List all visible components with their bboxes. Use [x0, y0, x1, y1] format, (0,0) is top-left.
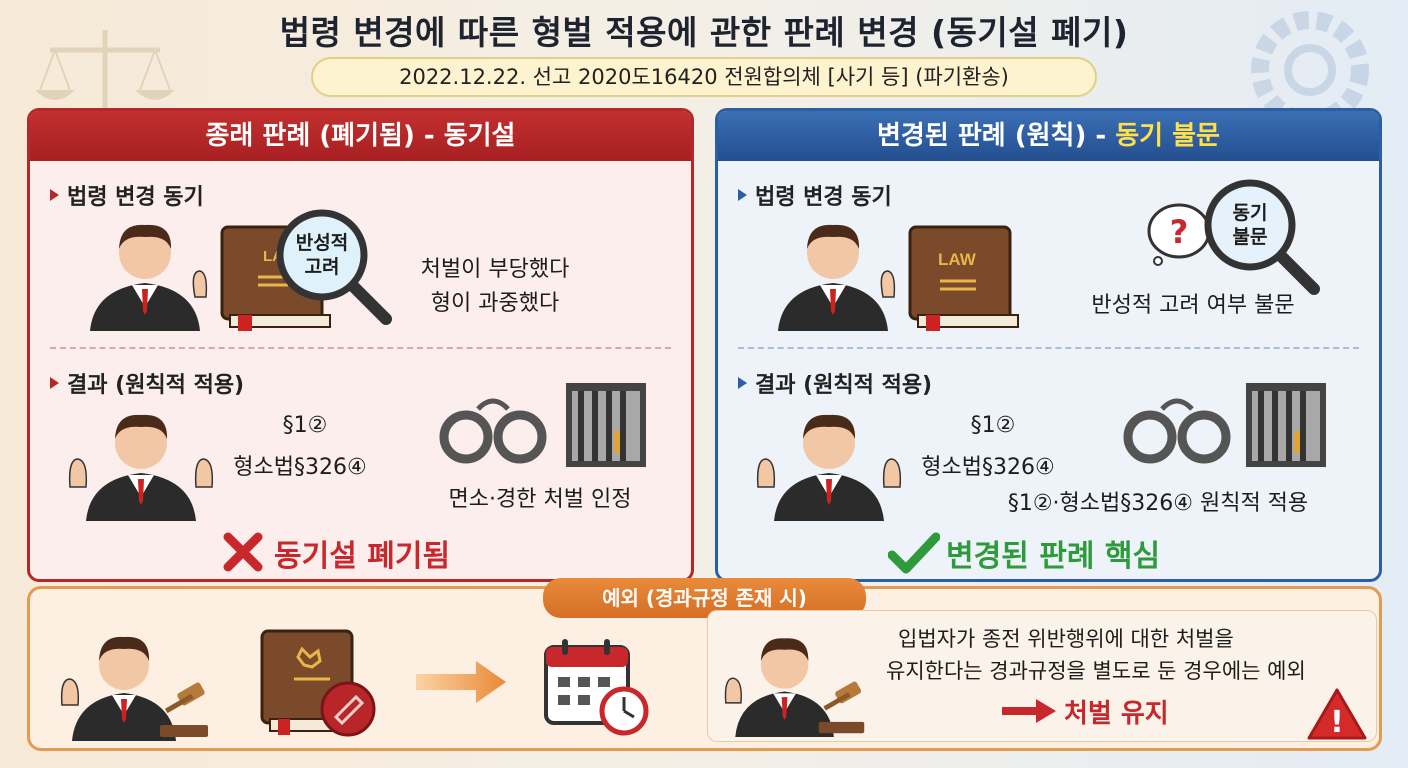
result-label: 결과 (원칙적 적용)	[738, 367, 932, 399]
law-ref-line-1: §1②	[970, 413, 1016, 438]
judge-gavel-icon	[724, 638, 865, 737]
reason-line-1: 처벌이 부당했다	[420, 257, 570, 282]
arrow-icon	[1002, 699, 1056, 723]
key-verdict: 변경된 판례 핵심	[946, 539, 1161, 574]
punishment-maintained: 처벌 유지	[1064, 699, 1169, 729]
exception-explanation-box: 입법자가 종전 위반행위에 대한 처벌을 유지한다는 경과규정을 별도로 둔 경…	[707, 610, 1377, 742]
exception-text-line-1: 입법자가 종전 위반행위에 대한 처벌을	[898, 627, 1234, 651]
handcuffs-icon	[439, 398, 547, 464]
judge-icon	[68, 414, 214, 521]
magnifier-text-top: 반성적	[296, 232, 348, 254]
judge-gavel-icon	[60, 636, 208, 741]
handcuffs-icon	[1123, 398, 1231, 464]
check-icon	[888, 532, 940, 574]
reason-line-2: 형이 과중했다	[430, 291, 560, 316]
changed-header-accent: 동기 불문	[1115, 121, 1220, 151]
law-ref-line-2: 형소법§326④	[233, 455, 367, 480]
warning-icon: !	[1307, 688, 1367, 740]
page-title: 법령 변경에 따른 형벌 적용에 관한 판례 변경 (동기설 폐기)	[279, 13, 1129, 52]
section-divider	[738, 347, 1359, 349]
calendar-clock-icon	[544, 639, 649, 736]
judge-icon	[778, 224, 896, 331]
judge-icon	[90, 224, 208, 331]
book-law-text: LAW	[938, 250, 977, 269]
arrow-icon	[416, 661, 506, 703]
law-ref-line-2: 형소법§326④	[921, 455, 1055, 480]
cross-icon	[223, 532, 263, 572]
magnifier-text-bottom: 고려	[305, 256, 340, 278]
case-subtitle: 2022.12.22. 선고 2020도16420 전원합의체 [사기 등] (…	[311, 57, 1097, 97]
changed-precedent-header: 변경된 판례 (원칙) - 동기 불문	[718, 111, 1379, 161]
triangle-bullet-icon	[50, 189, 59, 201]
magnifier-text-bottom: 불문	[1233, 226, 1268, 248]
law-book-seal-icon	[260, 629, 376, 737]
triangle-bullet-icon	[738, 377, 747, 389]
former-precedent-panel: 종래 판례 (폐기됨) - 동기설 법령 변경 동기 LAW 반성적 고려 처벌…	[27, 108, 694, 582]
judge-icon	[756, 414, 902, 521]
law-change-motive-label: 법령 변경 동기	[738, 179, 892, 211]
magnifier-text-top: 동기	[1233, 202, 1268, 224]
result-text: §1②·형소법§326④ 원칙적 적용	[1007, 491, 1309, 516]
changed-header-main: 변경된 판례 (원칙) -	[877, 121, 1116, 151]
result-label-text: 결과 (원칙적 적용)	[755, 373, 933, 398]
triangle-bullet-icon	[738, 189, 747, 201]
result-label: 결과 (원칙적 적용)	[50, 367, 244, 399]
jail-icon	[1246, 383, 1326, 467]
question-mark: ?	[1170, 213, 1189, 251]
magnifier-icon: 동기 불문	[1204, 179, 1320, 295]
jail-icon	[566, 383, 646, 467]
triangle-bullet-icon	[50, 377, 59, 389]
warning-mark: !	[1330, 705, 1344, 740]
changed-precedent-panel: 변경된 판례 (원칙) - 동기 불문 법령 변경 동기 LAW ? 동기 불문…	[715, 108, 1382, 582]
result-text: 면소·경한 처벌 인정	[448, 487, 632, 512]
magnifier-icon: 반성적 고려	[276, 209, 392, 325]
law-ref-line-1: §1②	[282, 413, 328, 438]
result-label-text: 결과 (원칙적 적용)	[67, 373, 245, 398]
reason-line-1: 반성적 고려 여부 불문	[1091, 293, 1295, 318]
law-change-motive-text: 법령 변경 동기	[67, 185, 204, 210]
law-book-icon: LAW	[908, 225, 1019, 331]
law-change-motive-label: 법령 변경 동기	[50, 179, 204, 211]
section-divider	[50, 347, 671, 349]
former-precedent-header: 종래 판례 (폐기됨) - 동기설	[30, 111, 691, 161]
exception-text-line-2: 유지한다는 경과규정을 별도로 둔 경우에는 예외	[886, 659, 1306, 683]
abolished-verdict: 동기설 폐기됨	[274, 539, 451, 574]
law-change-motive-text: 법령 변경 동기	[755, 185, 892, 210]
